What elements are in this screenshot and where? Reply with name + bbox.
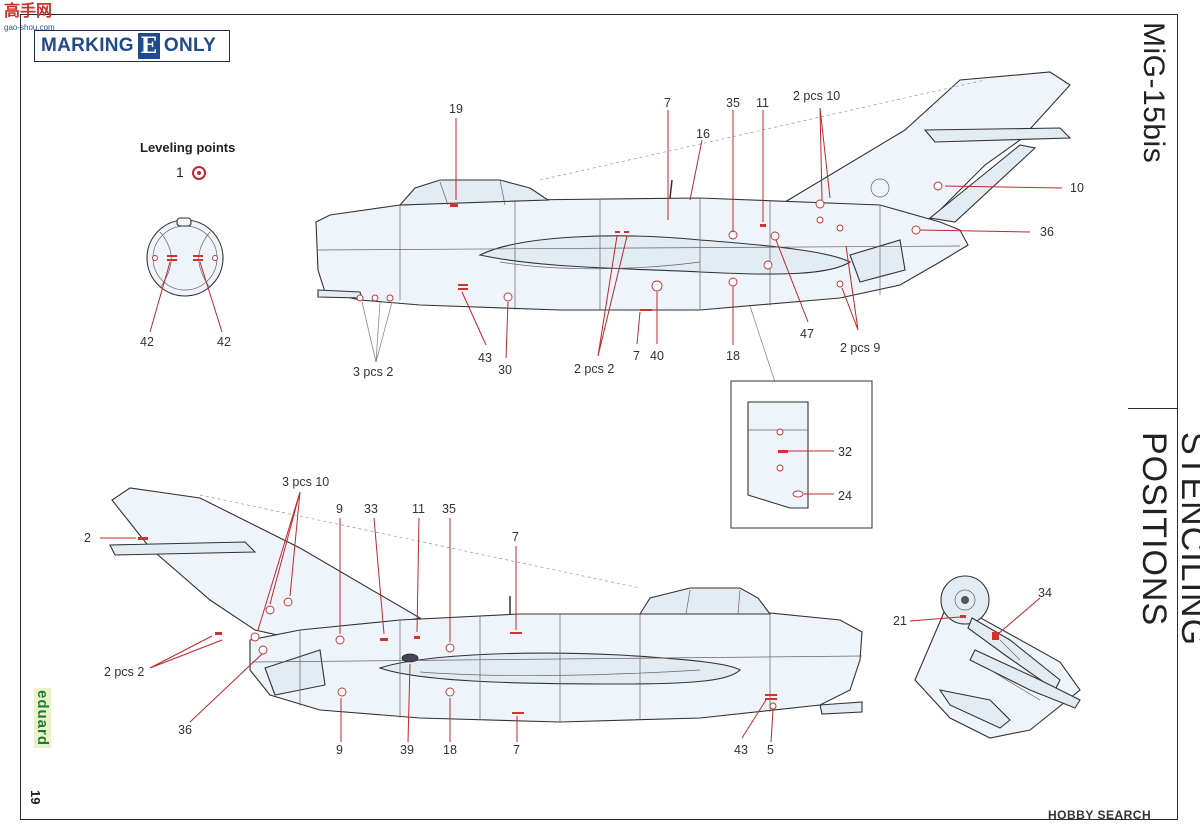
callout-40: 40 <box>650 349 664 363</box>
leveling-point-icon <box>192 166 206 180</box>
callout-39: 39 <box>400 743 414 757</box>
landing-gear-detail: 21 34 <box>893 575 1081 739</box>
title-divider <box>1128 408 1178 409</box>
watermark-text: 高手网 <box>4 3 53 20</box>
eduard-logo: eduard <box>34 688 51 749</box>
callout-3pcs2: 3 pcs 2 <box>353 365 393 379</box>
badge-prefix: MARKING <box>41 35 134 56</box>
callout-11-bottom: 11 <box>412 502 425 516</box>
callout-5: 5 <box>767 743 774 757</box>
callout-35: 35 <box>726 96 740 110</box>
callout-2pcs2: 2 pcs 2 <box>574 362 614 376</box>
callout-43-bottom: 43 <box>734 743 748 757</box>
callout-21: 21 <box>893 614 907 628</box>
callout-11: 11 <box>756 96 769 110</box>
model-title: MiG-15bis <box>1137 22 1170 164</box>
callout-9-lower: 9 <box>336 743 343 757</box>
leveling-points-title: Leveling points <box>140 140 236 155</box>
callout-7-lower: 7 <box>513 743 520 757</box>
leveling-points-number: 1 <box>176 164 184 180</box>
bottom-callout-leaders <box>100 491 774 743</box>
callout-16: 16 <box>696 127 710 141</box>
callout-3pcs10: 3 pcs 10 <box>282 475 329 489</box>
badge-suffix: ONLY <box>163 35 217 56</box>
bottom-aircraft-profile <box>109 487 863 723</box>
watermark-bottom-right: HOBBY SEARCH <box>1048 808 1152 822</box>
callout-35-bottom: 35 <box>442 502 456 516</box>
callout-36: 36 <box>1040 225 1054 239</box>
callout-33: 33 <box>364 502 378 516</box>
callout-18-bottom: 18 <box>443 743 457 757</box>
callout-2pcs10: 2 pcs 10 <box>793 89 840 103</box>
callout-30: 30 <box>498 363 512 377</box>
callout-19: 19 <box>449 102 463 116</box>
callout-9: 9 <box>336 502 343 516</box>
bottom-callout-labels: 3 pcs 10 9 33 11 35 7 2 2 pcs 2 36 9 39 … <box>84 475 774 757</box>
callout-34: 34 <box>1038 586 1052 600</box>
callout-24: 24 <box>838 489 852 503</box>
callout-43: 43 <box>478 351 492 365</box>
callout-18: 18 <box>726 349 740 363</box>
watermark-subtext: gao-shou.com <box>4 23 55 32</box>
page-number: 19 <box>28 790 43 805</box>
top-callout-leaders <box>361 107 1063 383</box>
top-aircraft-profile <box>315 71 1072 311</box>
section-title: STENCILING POSITIONS <box>1135 432 1200 647</box>
callout-7b: 7 <box>633 349 640 363</box>
top-callout-labels: 19 7 16 35 11 2 pcs 10 10 36 47 2 pcs 9 … <box>353 89 1084 379</box>
callout-42-right: 42 <box>217 335 231 349</box>
callout-2pcs9: 2 pcs 9 <box>840 341 880 355</box>
callout-47: 47 <box>800 327 814 341</box>
belly-detail: 32 24 <box>730 380 873 529</box>
callout-32: 32 <box>838 445 852 459</box>
leveling-detail: 42 42 <box>140 217 231 349</box>
watermark-top-left: 高手网 gao-shou.com <box>4 4 55 36</box>
callout-42-left: 42 <box>140 335 154 349</box>
badge-letter: E <box>137 33 160 59</box>
callout-10: 10 <box>1070 181 1084 195</box>
callout-7-bottom: 7 <box>512 530 519 544</box>
marking-badge: MARKING E ONLY <box>34 30 230 62</box>
callout-7: 7 <box>664 96 671 110</box>
callout-36-bottom: 36 <box>178 723 192 737</box>
callout-2pcs2-bottom: 2 pcs 2 <box>104 665 144 679</box>
callout-2: 2 <box>84 531 91 545</box>
